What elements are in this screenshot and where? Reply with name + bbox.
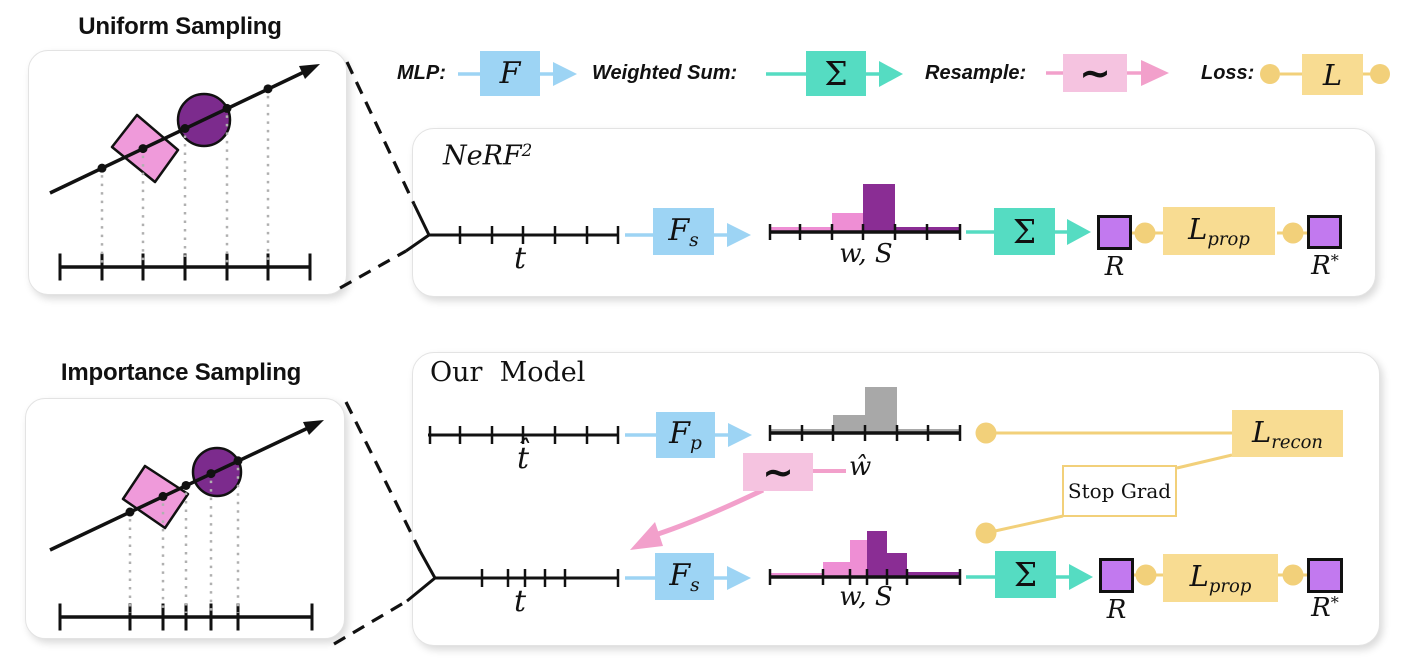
our-that-axis-label: t̂ — [516, 441, 530, 476]
our-prop-loss-box: Lprop — [1163, 554, 1278, 602]
our-t-axis-label: t — [513, 584, 527, 619]
stop-grad-label: Stop Grad — [1067, 479, 1172, 503]
sigma-symbol: Σ — [1012, 212, 1037, 251]
nerf2-render-label: R — [1104, 252, 1125, 282]
legend-loss-box: L — [1302, 54, 1363, 95]
nerf2-histogram-label: w, S — [839, 239, 893, 269]
our-target-swatch — [1307, 558, 1343, 593]
our-render-swatch — [1099, 558, 1134, 593]
our-recon-loss-box: Lrecon — [1232, 410, 1343, 457]
nerf2-target-swatch — [1307, 215, 1342, 249]
our-render-label: R — [1106, 595, 1127, 625]
nerf2-sum-box: Σ — [994, 208, 1055, 255]
legend-resample-box: ∼ — [1063, 54, 1127, 92]
legend-mlp-box: F — [480, 51, 540, 96]
nerf2-render-swatch — [1097, 215, 1132, 250]
nerf2-target-label: R* — [1311, 251, 1339, 282]
our-what-label: ŵ — [849, 452, 872, 482]
importance-sampling-title: Importance Sampling — [60, 359, 302, 386]
our-prop-mlp-box: Fp — [656, 412, 715, 458]
nerf2-mlp-box: Fs — [653, 208, 714, 255]
our-target-label: R* — [1311, 593, 1339, 624]
mlp-symbol: F — [499, 56, 521, 91]
loss-symbol: L — [1322, 57, 1343, 92]
our-histogram-label: w, S — [839, 582, 893, 612]
legend-mlp-label: MLP: — [397, 62, 446, 84]
importance-sampling-panel — [25, 398, 345, 639]
loss-subscript: prop — [1207, 228, 1250, 250]
nerf2-title: NeRF2 — [443, 140, 533, 172]
nerf2-t-axis-label: t — [513, 241, 527, 276]
legend-weighted-sum-box: Σ — [806, 51, 866, 96]
star-superscript: * — [1330, 251, 1339, 270]
our-resample-box: ∼ — [743, 453, 813, 491]
sigma-symbol: Σ — [824, 54, 848, 93]
nerf2-prop-loss-box: Lprop — [1163, 207, 1275, 255]
uniform-sampling-title: Uniform Sampling — [78, 13, 282, 40]
our-stop-grad-box: Stop Grad — [1062, 465, 1177, 517]
legend-resample-label: Resample: — [925, 62, 1027, 84]
our-sum-box: Σ — [995, 551, 1056, 598]
uniform-sampling-panel — [28, 50, 347, 295]
legend-weighted-sum-label: Weighted Sum: — [592, 62, 738, 84]
our-mlp-box: Fs — [655, 553, 714, 600]
mlp-subscript: s — [689, 229, 699, 251]
star-superscript: * — [1330, 593, 1339, 612]
legend-loss-label: Loss: — [1201, 62, 1255, 84]
our-model-title: Our Model — [430, 357, 586, 388]
nerf2-title-superscript: 2 — [521, 140, 533, 160]
sigma-symbol: Σ — [1013, 555, 1038, 594]
mlp-subscript: s — [690, 574, 700, 596]
mlp-subscript: p — [689, 432, 702, 454]
loss-subscript: prop — [1208, 575, 1252, 597]
loss-subscript: recon — [1271, 431, 1323, 453]
